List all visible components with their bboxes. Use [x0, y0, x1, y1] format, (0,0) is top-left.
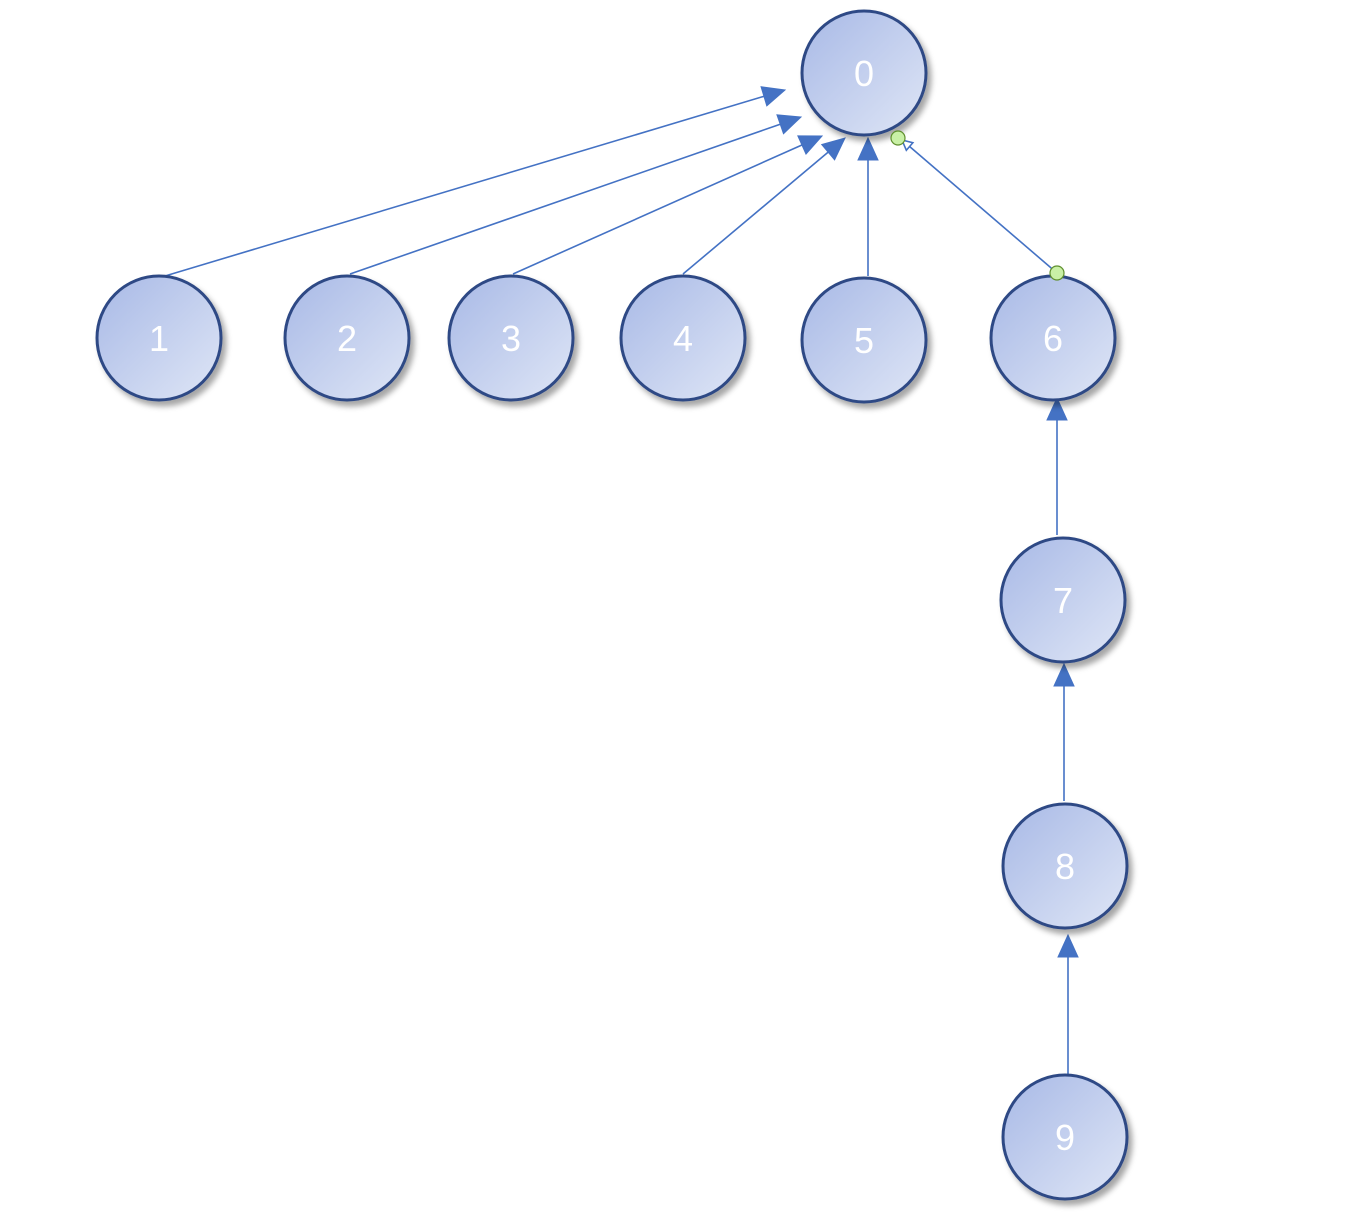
node-label: 3	[501, 318, 521, 359]
arrowhead-icon	[1057, 933, 1079, 958]
node-label: 9	[1055, 1117, 1075, 1158]
node-1[interactable]: 1	[95, 274, 223, 402]
node-4[interactable]: 4	[619, 274, 747, 402]
arrowhead-icon	[776, 114, 803, 135]
node-circle	[999, 536, 1127, 664]
node-label: 4	[673, 318, 693, 359]
node-label: 1	[149, 318, 169, 359]
node-circle	[800, 9, 928, 137]
edge-5-to-0[interactable]	[857, 136, 879, 276]
node-5[interactable]: 5	[800, 276, 928, 404]
node-9[interactable]: 9	[1001, 1073, 1129, 1201]
node-8[interactable]: 8	[1001, 802, 1129, 930]
edge-start-handle[interactable]	[1049, 265, 1065, 281]
node-circle	[1001, 802, 1129, 930]
node-circle	[95, 274, 223, 402]
node-circle	[447, 274, 575, 402]
edge-7-to-6[interactable]	[1046, 396, 1068, 535]
node-circle	[283, 274, 411, 402]
node-circle	[1001, 1073, 1129, 1201]
handles-layer	[890, 130, 1065, 281]
edge-6-to-0[interactable]	[900, 138, 1058, 274]
edge-end-handle[interactable]	[890, 130, 906, 146]
node-label: 6	[1043, 318, 1063, 359]
node-0[interactable]: 0	[800, 9, 928, 137]
edge-8-to-7[interactable]	[1053, 662, 1075, 801]
edge-9-to-8[interactable]	[1057, 933, 1079, 1074]
node-label: 5	[854, 320, 874, 361]
edge-line	[682, 151, 829, 275]
arrowhead-icon	[857, 136, 879, 161]
edge-line	[349, 123, 781, 275]
edge-1-to-0[interactable]	[164, 86, 787, 277]
node-label: 8	[1055, 846, 1075, 887]
node-7[interactable]: 7	[999, 536, 1127, 664]
arrowhead-icon	[760, 86, 787, 107]
node-2[interactable]: 2	[283, 274, 411, 402]
arrowhead-icon	[1053, 662, 1075, 687]
edge-line	[512, 144, 803, 275]
edge-4-to-0[interactable]	[682, 137, 846, 275]
node-label: 0	[854, 53, 874, 94]
node-label: 7	[1053, 580, 1073, 621]
edges-layer	[164, 86, 1079, 1074]
arrowhead-icon	[1046, 396, 1068, 421]
arrowhead-icon	[820, 137, 846, 161]
arrowhead-icon	[797, 135, 824, 156]
node-circle	[800, 276, 928, 404]
node-circle	[619, 274, 747, 402]
edge-3-to-0[interactable]	[512, 135, 824, 275]
edge-line	[909, 145, 1058, 274]
nodes-layer: 0 1 2 3 4 5 6 7 8 9	[95, 9, 1129, 1201]
edge-line	[164, 95, 765, 277]
node-6[interactable]: 6	[989, 274, 1117, 402]
node-label: 2	[337, 318, 357, 359]
node-3[interactable]: 3	[447, 274, 575, 402]
edge-2-to-0[interactable]	[349, 114, 803, 275]
arrowhead-icon	[900, 138, 915, 152]
